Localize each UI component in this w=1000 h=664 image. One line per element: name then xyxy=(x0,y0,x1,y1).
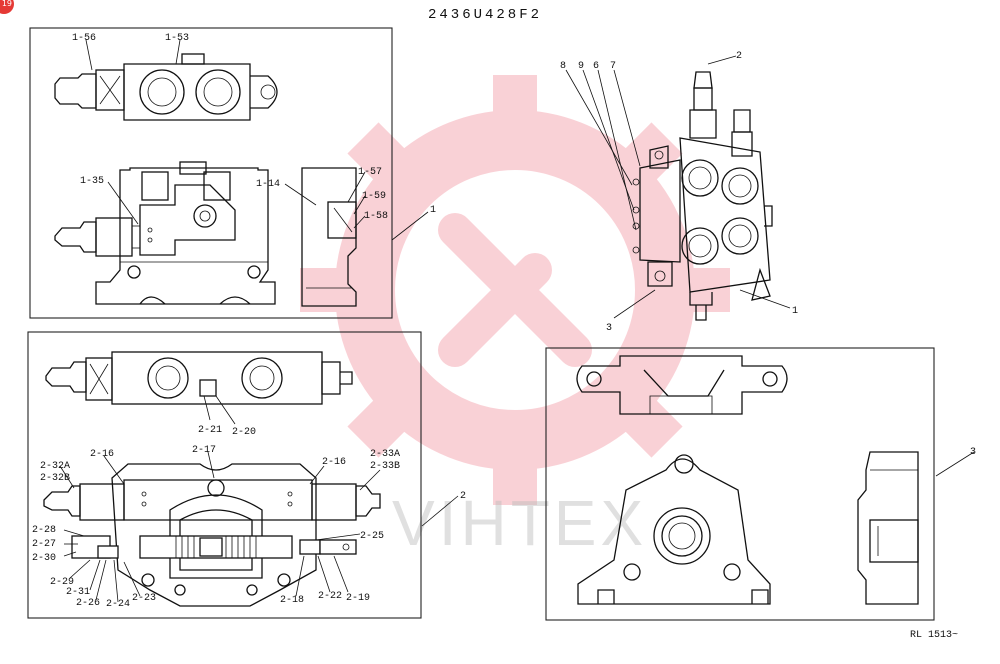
label-7: 7 xyxy=(610,61,616,72)
label-1-right: 1 xyxy=(792,306,798,317)
label-2-17: 2-17 xyxy=(192,445,216,456)
bracket-top-view xyxy=(576,355,788,415)
label-2-20: 2-20 xyxy=(232,427,256,438)
label-3-box: 3 xyxy=(970,447,976,458)
drawing-number: 2436U428F2 xyxy=(428,7,542,23)
label-2-26: 2-26 xyxy=(76,598,100,609)
label-8: 8 xyxy=(560,61,566,72)
label-6: 6 xyxy=(593,61,599,72)
label-2-27: 2-27 xyxy=(32,539,56,550)
valve-assembly-view xyxy=(565,55,791,321)
leaders-section-1 xyxy=(85,39,429,241)
label-1-59: 1-59 xyxy=(362,191,386,202)
label-1-58: 1-58 xyxy=(364,211,388,222)
label-2-31: 2-31 xyxy=(66,587,90,598)
label-9: 9 xyxy=(578,61,584,72)
label-2-33B: 2-33B xyxy=(370,461,400,472)
valve-2-top-view xyxy=(45,351,353,425)
valve-2-front-view xyxy=(43,463,381,607)
label-2-29: 2-29 xyxy=(50,577,74,588)
valve-side-view xyxy=(301,167,357,307)
page-badge: 19 xyxy=(0,0,14,14)
label-1-56: 1-56 xyxy=(72,33,96,44)
label-2-24: 2-24 xyxy=(106,599,130,610)
watermark-logo xyxy=(300,75,730,505)
label-2-23: 2-23 xyxy=(132,593,156,604)
watermark-text: VIHTEX xyxy=(392,487,647,559)
valve-front-view xyxy=(54,161,276,305)
label-1: 1 xyxy=(430,205,436,216)
label-2-16-left: 2-16 xyxy=(90,449,114,460)
panel-section-1: 1-56 1-53 1-35 1-14 1-57 1-59 1-58 1 xyxy=(29,27,436,319)
label-2-28: 2-28 xyxy=(32,525,56,536)
leaders-section-2 xyxy=(59,451,459,603)
label-2-25: 2-25 xyxy=(360,531,384,542)
label-1-53: 1-53 xyxy=(165,33,189,44)
label-2-33A: 2-33A xyxy=(370,449,400,460)
label-2-32B: 2-32B xyxy=(40,473,70,484)
bracket-side-view xyxy=(857,451,919,605)
label-1-35: 1-35 xyxy=(80,176,104,187)
label-1-57: 1-57 xyxy=(358,167,382,178)
label-3-top: 3 xyxy=(606,323,612,334)
panel-section-2: 2-21 2-20 2-32A 2-32B 2-16 2-17 2-16 2-3… xyxy=(27,331,466,619)
label-2-30: 2-30 xyxy=(32,553,56,564)
label-1-14: 1-14 xyxy=(256,179,280,190)
label-2-21: 2-21 xyxy=(198,425,222,436)
label-2-top: 2 xyxy=(736,51,742,62)
label-2-32A: 2-32A xyxy=(40,461,70,472)
panel-section-3: 3 xyxy=(545,347,976,621)
label-2-19: 2-19 xyxy=(346,593,370,604)
valve-top-view xyxy=(54,53,278,121)
label-2-18: 2-18 xyxy=(280,595,304,606)
label-2-22: 2-22 xyxy=(318,591,342,602)
bracket-front-view xyxy=(577,454,771,605)
footer-ref: RL 1513~ xyxy=(910,630,958,641)
label-2-main: 2 xyxy=(460,491,466,502)
label-2-16-right: 2-16 xyxy=(322,457,346,468)
